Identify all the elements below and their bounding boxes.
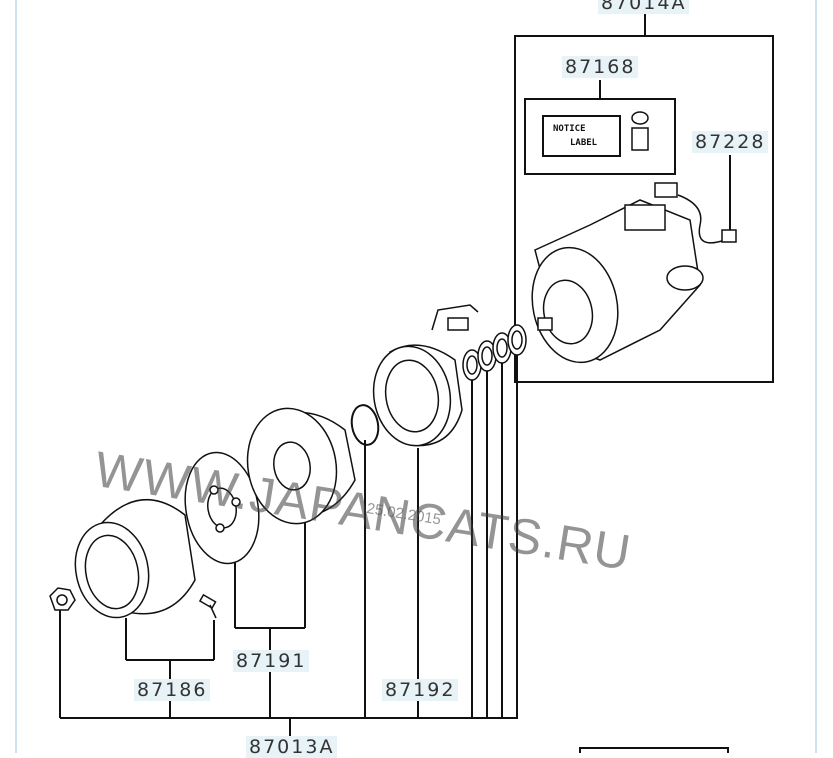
rotor-part bbox=[246, 407, 356, 525]
part-number-87168[interactable]: 87168 bbox=[562, 56, 639, 78]
nut-part bbox=[49, 587, 76, 611]
field-coil-part bbox=[372, 304, 479, 447]
sensor-harness-part bbox=[654, 182, 737, 244]
notice-label-plate bbox=[542, 115, 621, 157]
fitting-parts bbox=[631, 111, 649, 151]
part-number-87014a[interactable]: 87014A bbox=[598, 0, 690, 14]
part-number-87228[interactable]: 87228 bbox=[692, 131, 769, 153]
clutch-plate-part bbox=[184, 451, 260, 565]
leader-lines bbox=[59, 12, 774, 758]
part-number-87013a[interactable]: 87013A bbox=[246, 736, 338, 758]
part-number-87192[interactable]: 87192 bbox=[382, 679, 459, 701]
pulley-part bbox=[74, 498, 196, 619]
notice-label-line1: NOTICE bbox=[553, 124, 586, 134]
notice-label-box bbox=[524, 98, 676, 175]
snap-ring-part bbox=[350, 404, 380, 446]
part-number-87191[interactable]: 87191 bbox=[233, 650, 310, 672]
notice-label-line2: LABEL bbox=[570, 138, 598, 148]
part-number-87186[interactable]: 87186 bbox=[134, 679, 211, 701]
shim-parts bbox=[462, 324, 527, 381]
compressor-body-part bbox=[531, 199, 704, 364]
bolt-part bbox=[198, 593, 217, 619]
